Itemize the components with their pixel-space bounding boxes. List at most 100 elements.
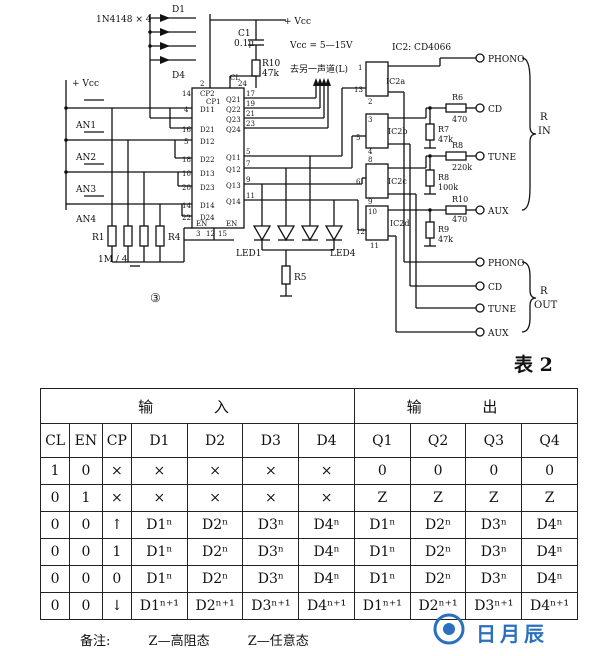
header-cl: CL [39,423,71,458]
table-cell: ↓ [101,592,133,620]
switch-pin-4: 4 [368,148,373,156]
r7-value: 47k [438,135,453,144]
table-cell: D1ⁿ [353,538,411,566]
table-group-row: 输 入 输 出 [40,388,579,424]
ic1-pin-18: 18 [182,156,191,164]
switch-pin-2: 2 [368,98,372,106]
diode-d4-label: D4 [172,71,185,81]
table-cell: D4ⁿ [521,565,578,593]
table-cell: D2ⁿ [186,511,244,539]
table-cell: ↑ [101,511,133,539]
ic1-pin-19: 19 [246,100,255,108]
ic1-bottom-pin-15: 15 [218,230,227,238]
ic1-pin-16: 16 [182,126,191,134]
table-cell: D1ⁿ [131,538,188,566]
button-an2-label: AN2 [75,153,96,163]
input-aux: AUX [487,207,509,217]
ic1-d12: D12 [200,138,215,146]
ic1-bottom-pin-12: 12 [206,230,215,238]
table-cell: D2ⁿ⁺¹ [409,592,467,620]
ic1-q11: Q11 [226,154,241,162]
ic1-q14: Q14 [226,198,241,206]
header-d2: D2 [186,423,244,458]
r1-label: R1 [92,233,105,243]
r10-label: R10 [262,59,281,69]
r8-label: R8 [452,141,463,150]
switch-ic2b: IC2b [388,127,408,136]
table-cell: × [186,457,244,485]
table-cell: × [298,457,355,485]
to-channel-label: 去另一声道(L) [290,63,348,75]
table-cell: D3ⁿ [242,511,300,539]
diode-label: 1N4148 × 4 [96,15,152,25]
ic1-q22: Q22 [226,106,241,114]
table-cell: D3ⁿ⁺¹ [465,592,523,620]
r7-label: R7 [438,125,449,134]
switch-ic2c: IC2c [388,177,407,186]
table-cell: D2ⁿ [186,565,244,593]
table-cell: 0 [521,457,578,485]
table-cell: D3ⁿ [465,538,523,566]
circuit-schematic: 1N4148 × 4 D1 D4 + Vcc C1 0.1μ Vcc = 5—1… [64,5,558,339]
r8-value: 220k [452,163,472,172]
circle-number: ③ [150,291,161,305]
r10b-label: R10 [452,195,468,204]
in-r-label: R [540,112,548,123]
r8b-label: R8 [438,173,449,182]
r10-value: 47k [262,69,279,79]
header-cp: CP [101,423,133,458]
table-cell: Z [465,484,523,512]
table-cell: D3ⁿ⁺¹ [242,592,300,620]
table-cell: × [242,457,300,485]
group-input: 输 入 [40,388,355,424]
table-cell: × [131,484,188,512]
table-cell: D1ⁿ [353,511,411,539]
output-tune: TUNE [488,305,516,315]
table-cell: D4ⁿ [521,538,578,566]
table-cell: Z [353,484,411,512]
table-cell: 1 [39,457,71,485]
table-cell: 0 [39,538,71,566]
watermark-logo-icon [433,613,465,645]
table-cell: D2ⁿ [186,538,244,566]
ic1-pin-14: 14 [182,90,191,98]
ic1-d23: D23 [200,184,215,192]
table-cell: 0 [39,484,71,512]
header-q4: Q4 [521,423,578,458]
r9-label: R9 [438,225,449,234]
table-cell: D3ⁿ [465,511,523,539]
table-row: 0 0 1 D1ⁿ D2ⁿ D3ⁿ D4ⁿ D1ⁿ D2ⁿ D3ⁿ D4ⁿ [39,538,578,566]
led1-label: LED1 [236,249,262,259]
truth-table: 输 入 输 出 CL EN CP D1 D2 D3 D4 Q1 Q2 Q3 Q4… [39,388,579,620]
table-cell: D4ⁿ [521,511,578,539]
watermark: 日月辰 [432,612,592,650]
table-cell: D1ⁿ [131,511,188,539]
table-cell: 0 [39,565,71,593]
table-cell: D4ⁿ⁺¹ [521,592,578,620]
ic1-pin-23: 23 [246,120,255,128]
switch-ic2a: IC2a [386,77,405,86]
table-cell: D2ⁿ [409,538,467,566]
ic1-pin-10: 10 [182,170,191,178]
table-cell: × [101,484,133,512]
table-cell: D1ⁿ [131,565,188,593]
ic1-pin-5b: 5 [246,148,250,156]
group-output: 输 出 [353,388,579,424]
table-cell: 0 [69,592,103,620]
table-cell: 0 [39,592,71,620]
table-cell: D4ⁿ⁺¹ [298,592,355,620]
ic2-label: IC2: CD4066 [392,43,451,53]
input-cd: CD [488,105,502,115]
ic1-pin-7: 7 [246,160,250,168]
ic1-pin-9: 9 [246,176,250,184]
ic1-q24: Q24 [226,126,241,134]
table-row: 0 0 0 D1ⁿ D2ⁿ D3ⁿ D4ⁿ D1ⁿ D2ⁿ D3ⁿ D4ⁿ [39,565,578,593]
table-cell: D4ⁿ [298,511,355,539]
switch-pin-6: 6 [356,178,361,186]
table-note: 备注: Z—高阻态 Z—任意态 [80,630,343,649]
ic1-pin-5: 5 [184,138,188,146]
table-row: 1 0 × × × × × 0 0 0 0 [39,457,578,485]
table-cell: D3ⁿ [242,565,300,593]
table-cell: 1 [69,484,103,512]
ic1-en2-label: EN [226,220,237,228]
